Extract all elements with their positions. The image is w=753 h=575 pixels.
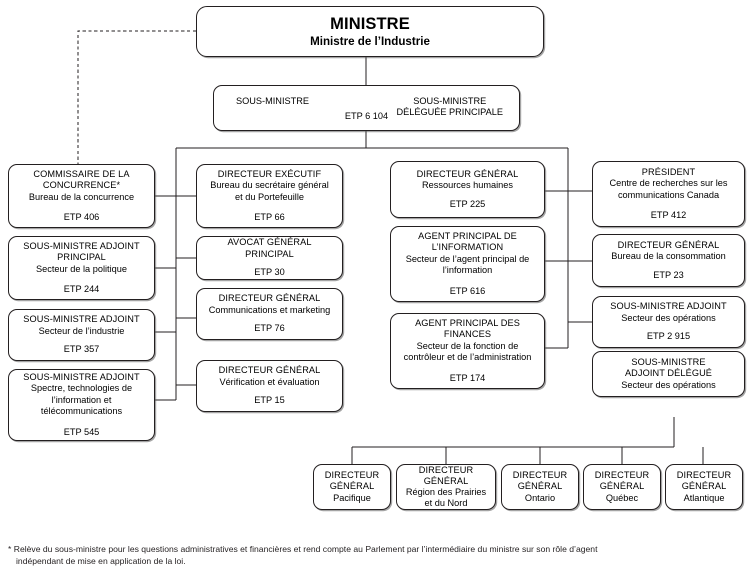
node-dg-ressources-humaines[interactable]: DIRECTEUR GÉNÉRAL Ressources humaines ET… [390, 161, 545, 218]
node-dg-ressources-humaines-subtitle: Ressources humaines [422, 180, 513, 191]
node-sous-ministre-right-title: SOUS-MINISTRE DÉLÉGUÉE PRINCIPALE [396, 96, 503, 118]
node-ministre-title: MINISTRE [330, 14, 410, 33]
node-sma-operations-etp: ETP 2 915 [646, 331, 691, 342]
node-commissaire-concurrence[interactable]: COMMISSAIRE DE LA CONCURRENCE* Bureau de… [8, 164, 155, 228]
node-sma-spectre[interactable]: SOUS-MINISTRE ADJOINT Spectre, technolog… [8, 369, 155, 441]
node-dg-communications[interactable]: DIRECTEUR GÉNÉRAL Communications et mark… [196, 288, 343, 340]
node-region-atlantique-subtitle: Atlantique [683, 492, 725, 503]
node-dg-communications-title: DIRECTEUR GÉNÉRAL [218, 293, 321, 304]
node-region-prairies-nord-title: DIRECTEUR GÉNÉRAL [418, 464, 474, 486]
node-sma-operations-title: SOUS-MINISTRE ADJOINT [610, 301, 727, 312]
node-dg-consommation[interactable]: DIRECTEUR GÉNÉRAL Bureau de la consommat… [592, 234, 745, 287]
footnote-marker: * [8, 544, 12, 554]
node-sma-principal-title: SOUS-MINISTRE ADJOINT PRINCIPAL [23, 240, 140, 263]
node-sma-spectre-subtitle: Spectre, technologies de l’information e… [30, 383, 133, 417]
node-region-ontario-title: DIRECTEUR GÉNÉRAL [512, 470, 568, 492]
node-region-prairies-nord-subtitle: Région des Prairies et du Nord [405, 487, 487, 509]
node-avocat-general-title: AVOCAT GÉNÉRAL PRINCIPAL [227, 237, 312, 259]
node-region-pacifique-subtitle: Pacifique [333, 492, 371, 503]
node-ministre-subtitle: Ministre de l’Industrie [310, 34, 430, 48]
node-sma-industrie-title: SOUS-MINISTRE ADJOINT [23, 314, 140, 325]
node-sma-principal-etp: ETP 244 [63, 283, 100, 294]
node-region-prairies-nord[interactable]: DIRECTEUR GÉNÉRAL Région des Prairies et… [396, 464, 496, 510]
node-region-ontario[interactable]: DIRECTEUR GÉNÉRAL Ontario [501, 464, 579, 510]
node-president-crc-title: PRÉSIDENT [641, 166, 696, 177]
node-agent-information-etp: ETP 616 [449, 285, 486, 296]
footnote-line-1: Relève du sous-ministre pour les questio… [13, 544, 598, 554]
node-sma-industrie[interactable]: SOUS-MINISTRE ADJOINT Secteur de l’indus… [8, 309, 155, 361]
node-agent-finances-etp: ETP 174 [449, 372, 486, 383]
node-sma-spectre-title: SOUS-MINISTRE ADJOINT [23, 371, 140, 382]
node-sous-ministre-left-title: SOUS-MINISTRE [236, 96, 309, 106]
node-sous-ministre[interactable]: SOUS-MINISTRE SOUS-MINISTRE DÉLÉGUÉE PRI… [213, 85, 520, 131]
footnote: * Relève du sous-ministre pour les quest… [8, 543, 743, 568]
node-avocat-general[interactable]: AVOCAT GÉNÉRAL PRINCIPAL ETP 30 [196, 236, 343, 280]
node-dg-verification-title: DIRECTEUR GÉNÉRAL [218, 365, 321, 376]
node-agent-information-subtitle: Secteur de l’agent principal de l’inform… [405, 253, 530, 276]
node-dg-communications-subtitle: Communications et marketing [208, 304, 331, 315]
node-dg-ressources-humaines-title: DIRECTEUR GÉNÉRAL [416, 168, 519, 179]
node-agent-finances-title: AGENT PRINCIPAL DES FINANCES [415, 317, 520, 340]
node-agent-finances[interactable]: AGENT PRINCIPAL DES FINANCES Secteur de … [390, 313, 545, 389]
node-agent-information[interactable]: AGENT PRINCIPAL DE L’INFORMATION Secteur… [390, 226, 545, 302]
node-sma-delegue-operations[interactable]: SOUS-MINISTRE ADJOINT DÉLÉGUÉ Secteur de… [592, 351, 745, 397]
node-agent-finances-subtitle: Secteur de la fonction de contrôleur et … [403, 340, 532, 363]
node-president-crc[interactable]: PRÉSIDENT Centre de recherches sur les c… [592, 161, 745, 227]
node-sous-ministre-etp: ETP 6 104 [344, 110, 389, 121]
node-sma-delegue-operations-subtitle: Secteur des opérations [621, 379, 716, 390]
node-region-atlantique[interactable]: DIRECTEUR GÉNÉRAL Atlantique [665, 464, 743, 510]
node-directeur-executif-etp: ETP 66 [254, 211, 285, 222]
node-sma-spectre-etp: ETP 545 [63, 426, 100, 437]
node-region-pacifique-title: DIRECTEUR GÉNÉRAL [324, 470, 380, 492]
node-sma-operations-subtitle: Secteur des opérations [621, 312, 716, 323]
node-region-ontario-subtitle: Ontario [524, 492, 556, 503]
node-dg-consommation-etp: ETP 23 [653, 269, 684, 280]
node-sma-industrie-subtitle: Secteur de l’industrie [38, 325, 125, 336]
node-dg-verification-subtitle: Vérification et évaluation [219, 376, 320, 387]
node-sma-delegue-operations-title: SOUS-MINISTRE ADJOINT DÉLÉGUÉ [624, 356, 713, 379]
node-ministre[interactable]: MINISTRE Ministre de l’Industrie [196, 6, 544, 57]
footnote-line-2: indépendant de mise en application de la… [16, 556, 186, 567]
node-sma-industrie-etp: ETP 357 [63, 344, 100, 355]
node-president-crc-etp: ETP 412 [650, 209, 687, 220]
node-agent-information-title: AGENT PRINCIPAL DE L’INFORMATION [418, 230, 517, 253]
node-directeur-executif-subtitle: Bureau du secrétaire général et du Porte… [210, 180, 329, 202]
node-sma-principal[interactable]: SOUS-MINISTRE ADJOINT PRINCIPAL Secteur … [8, 236, 155, 300]
node-dg-consommation-title: DIRECTEUR GÉNÉRAL [617, 239, 720, 250]
node-sma-principal-subtitle: Secteur de la politique [36, 263, 127, 274]
node-region-quebec-title: DIRECTEUR GÉNÉRAL [594, 470, 650, 492]
node-region-quebec[interactable]: DIRECTEUR GÉNÉRAL Québec [583, 464, 661, 510]
node-avocat-general-etp: ETP 30 [254, 267, 285, 278]
node-president-crc-subtitle: Centre de recherches sur les communicati… [609, 178, 728, 200]
node-commissaire-concurrence-title: COMMISSAIRE DE LA CONCURRENCE* [33, 168, 130, 191]
node-dg-verification-etp: ETP 15 [254, 395, 285, 406]
node-dg-communications-etp: ETP 76 [254, 323, 285, 334]
node-dg-verification[interactable]: DIRECTEUR GÉNÉRAL Vérification et évalua… [196, 360, 343, 412]
node-directeur-executif-title: DIRECTEUR EXÉCUTIF [217, 168, 322, 179]
node-sma-operations[interactable]: SOUS-MINISTRE ADJOINT Secteur des opérat… [592, 296, 745, 348]
node-dg-ressources-humaines-etp: ETP 225 [449, 198, 486, 209]
node-commissaire-concurrence-etp: ETP 406 [63, 211, 100, 222]
node-dg-consommation-subtitle: Bureau de la consommation [611, 251, 726, 262]
node-commissaire-concurrence-subtitle: Bureau de la concurrence [28, 191, 135, 202]
node-region-atlantique-title: DIRECTEUR GÉNÉRAL [676, 470, 732, 492]
node-region-quebec-subtitle: Québec [605, 492, 639, 503]
node-region-pacifique[interactable]: DIRECTEUR GÉNÉRAL Pacifique [313, 464, 391, 510]
line-ministre-to-commissaire-dashed [77, 30, 196, 164]
node-directeur-executif[interactable]: DIRECTEUR EXÉCUTIF Bureau du secrétaire … [196, 164, 343, 228]
